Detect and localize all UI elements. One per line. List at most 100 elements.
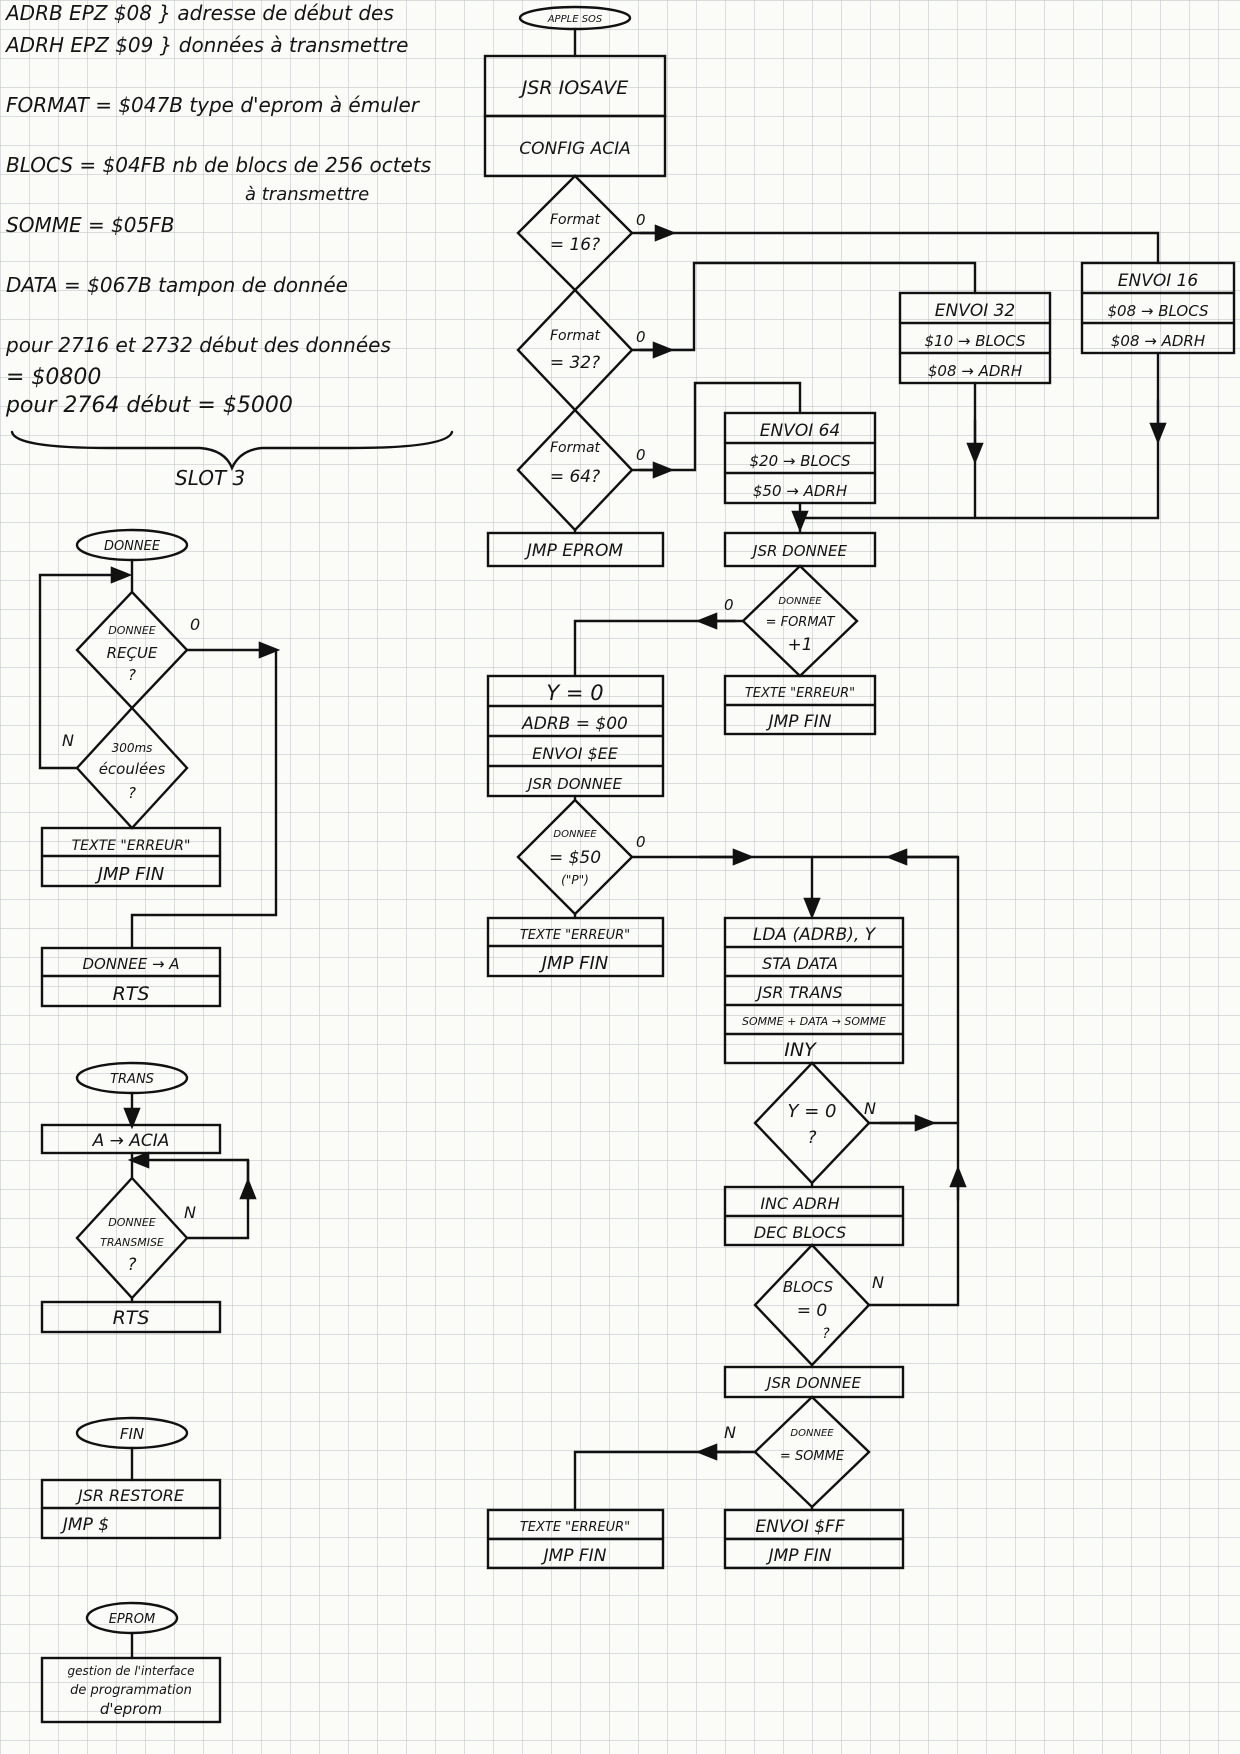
donnee-somme-line1: DONNEE bbox=[790, 1428, 834, 1439]
note-format: FORMAT = $047B type d'eprom à émuler bbox=[6, 93, 421, 117]
main-flowchart: APPLE SOS JSR IOSAVE CONFIG ACIA Format … bbox=[483, 5, 1236, 1570]
donnee-somme-line2: = SOMME bbox=[780, 1449, 845, 1464]
donnee-somme-no-line bbox=[573, 1450, 757, 1512]
envoi-16-blocs: $08 → BLOCS bbox=[1107, 302, 1208, 320]
jsr-donnee-text: JSR DONNEE bbox=[750, 542, 847, 560]
eprom-text-1: gestion de l'interface bbox=[67, 1664, 194, 1678]
trans-q-line1: DONNEE bbox=[108, 1216, 156, 1229]
note-blocs-cont: à transmettre bbox=[245, 184, 369, 205]
donnee-format-yes-line bbox=[573, 619, 745, 678]
donnee-50-zero: 0 bbox=[636, 833, 646, 851]
donnee-zero-label: 0 bbox=[190, 615, 200, 634]
donnee-subroutine: DONNEE DONNEE REÇUE ? 300ms écoulées ? N… bbox=[38, 528, 281, 1008]
eprom-subroutine: EPROM gestion de l'interface de programm… bbox=[40, 1601, 222, 1724]
init-y0: Y = 0 bbox=[546, 681, 603, 705]
donnee-format-line1: DONNEE bbox=[778, 596, 822, 607]
eprom-start-label: EPROM bbox=[109, 1612, 156, 1627]
inc-adrh: INC ADRH bbox=[760, 1194, 839, 1213]
format-32-line1: Format bbox=[550, 328, 601, 344]
jsr-donnee-2-text: JSR DONNEE bbox=[764, 1374, 861, 1392]
fin-jmp: JMP $ bbox=[60, 1515, 109, 1535]
trans-rts-text: RTS bbox=[113, 1307, 150, 1329]
format-64-line1: Format bbox=[550, 440, 601, 456]
init-jsr-donnee: JSR DONNEE bbox=[525, 775, 622, 793]
envoi-64-title: ENVOI 64 bbox=[760, 421, 841, 441]
trans-q-line2: TRANSMISE bbox=[100, 1236, 164, 1249]
note-pour-2764: pour 2764 début = $5000 bbox=[5, 393, 293, 418]
init-envoi-ee: ENVOI $EE bbox=[532, 744, 619, 763]
envoi-64-adrh: $50 → ADRH bbox=[753, 482, 847, 500]
donnee-error-text: TEXTE "ERREUR" bbox=[72, 838, 191, 854]
loop-lda: LDA (ADRB), Y bbox=[753, 925, 877, 945]
format-16-yes-line bbox=[630, 231, 1160, 265]
jmp-eprom-text: JMP EPROM bbox=[524, 541, 624, 561]
err3-jmp: JMP FIN bbox=[541, 1546, 607, 1566]
note-adrb: ADRB EPZ $08 } adresse de début des bbox=[4, 1, 394, 25]
donnee-50-line2: = $50 bbox=[549, 848, 601, 868]
dec-blocs: DEC BLOCS bbox=[754, 1223, 846, 1242]
init-adrb: ADRB = $00 bbox=[521, 714, 628, 734]
format-64-line2: = 64? bbox=[550, 467, 600, 487]
iosave-text: JSR IOSAVE bbox=[518, 77, 629, 99]
note-0800: = $0800 bbox=[6, 365, 101, 390]
format-16-line2: = 16? bbox=[550, 235, 600, 255]
fin-restore: JSR RESTORE bbox=[75, 1486, 185, 1505]
donnee-format-zero: 0 bbox=[724, 596, 734, 614]
envoi-64-blocs: $20 → BLOCS bbox=[749, 452, 850, 470]
y-zero-no-label: N bbox=[864, 1099, 876, 1118]
trans-rts-box bbox=[40, 1300, 222, 1334]
notes-brace bbox=[10, 430, 454, 472]
loop-jsr-trans: JSR TRANS bbox=[754, 983, 842, 1002]
donnee-to-return bbox=[130, 648, 278, 950]
donnee-format-line2: = FORMAT bbox=[766, 615, 836, 630]
jmp-eprom-box bbox=[486, 531, 665, 568]
envoi-32-blocs: $10 → BLOCS bbox=[924, 332, 1025, 350]
note-blocs: BLOCS = $04FB nb de blocs de 256 octets bbox=[6, 153, 431, 177]
format-16-line1: Format bbox=[550, 212, 601, 228]
donnee-q2-line1: 300ms bbox=[112, 741, 153, 755]
donnee-to-a: DONNEE → A bbox=[82, 955, 179, 973]
blocs-zero-no-line bbox=[867, 855, 960, 1307]
format-32-zero: 0 bbox=[636, 328, 646, 346]
donnee-loop-back bbox=[38, 566, 133, 770]
envoi-16-title: ENVOI 16 bbox=[1118, 271, 1199, 291]
eprom-box bbox=[40, 1656, 222, 1724]
jsr-donnee-2-box bbox=[723, 1365, 905, 1399]
donnee-format-line3: +1 bbox=[787, 635, 812, 655]
blocs-zero-line1: BLOCS bbox=[783, 1278, 834, 1296]
loop-sta: STA DATA bbox=[762, 954, 838, 973]
donnee-somme-no-label: N bbox=[724, 1423, 736, 1442]
envoi-16-adrh: $08 → ADRH bbox=[1111, 332, 1205, 350]
err1-text: TEXTE "ERREUR" bbox=[745, 686, 855, 701]
donnee-q2-line3: ? bbox=[128, 784, 136, 802]
donnee-50-line3: ("P") bbox=[561, 873, 589, 887]
donnee-error-jmp: JMP FIN bbox=[95, 864, 165, 885]
donnee-start-label: DONNEE bbox=[104, 539, 161, 554]
donnee-q1-line3: ? bbox=[128, 666, 136, 684]
fin-start-label: FIN bbox=[120, 1425, 144, 1443]
fin-subroutine: FIN JSR RESTORE JMP $ bbox=[40, 1416, 222, 1540]
envoi-ff-text: ENVOI $FF bbox=[755, 1517, 844, 1537]
blocs-zero-no-label: N bbox=[872, 1273, 884, 1292]
loop-iny: INY bbox=[784, 1039, 817, 1061]
format-16-zero: 0 bbox=[636, 211, 646, 229]
err3-text: TEXTE "ERREUR" bbox=[520, 1520, 630, 1535]
err1-jmp: JMP FIN bbox=[766, 712, 832, 732]
y-zero-line1: Y = 0 bbox=[788, 1101, 837, 1122]
note-adrh: ADRH EPZ $09 } données à transmettre bbox=[4, 33, 408, 57]
blocs-zero-line2: = 0 bbox=[797, 1301, 827, 1321]
note-somme: SOMME = $05FB bbox=[6, 213, 174, 237]
eprom-text-3: d'eprom bbox=[100, 1700, 162, 1718]
donnee-no-label: N bbox=[62, 731, 74, 750]
format-32-line2: = 32? bbox=[550, 353, 600, 373]
trans-no-label: N bbox=[184, 1203, 196, 1222]
eprom-text-2: de programmation bbox=[70, 1683, 192, 1698]
acia-config-text: CONFIG ACIA bbox=[519, 139, 630, 159]
y-zero-line2: ? bbox=[807, 1128, 816, 1148]
apple-sos-label: APPLE SOS bbox=[547, 14, 603, 25]
trans-acia-text: A → ACIA bbox=[92, 1131, 170, 1151]
blocs-zero-line3: ? bbox=[822, 1326, 830, 1342]
trans-q-line3: ? bbox=[127, 1255, 136, 1275]
